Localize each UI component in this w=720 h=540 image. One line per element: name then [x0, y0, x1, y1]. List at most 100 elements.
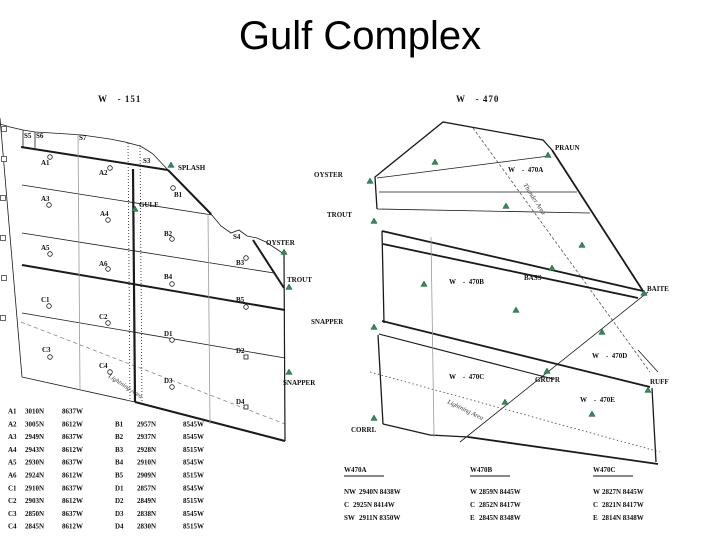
- left-map-label-s4: S4: [233, 233, 241, 241]
- left-map-s5-s6-dividers: [22, 130, 36, 148]
- platform-table-cell: 2830N: [137, 523, 156, 531]
- left-map-label-s7: S7: [79, 134, 87, 142]
- right-map-triangle-marker: [543, 367, 551, 374]
- left-map-label-d1: D1: [164, 330, 173, 338]
- left-map-row-line-3: [21, 232, 275, 274]
- area-table-coord-cell: 2859N 8445W: [479, 488, 521, 496]
- area-table-direction-cell: SW: [344, 514, 355, 522]
- left-map-well-circle-marker: [107, 165, 113, 171]
- right-map-triangle-marker: [502, 202, 510, 209]
- left-map-well-circle-marker: [170, 185, 176, 191]
- right-map-triangle-marker: [366, 177, 374, 184]
- platform-table-cell: C4: [8, 523, 17, 531]
- platform-table-cell: D4: [115, 523, 124, 531]
- right-map-label-w-470b: W - 470B: [449, 278, 484, 286]
- right-map-header: W - 470: [456, 94, 500, 104]
- platform-table-cell: 2849N: [137, 497, 156, 505]
- left-map-boundary-tick-marker: [1, 126, 7, 132]
- platform-table-cell: 8515W: [183, 472, 204, 480]
- left-map-label-snapper: SNAPPER: [283, 379, 316, 387]
- area-table-header: W470C: [593, 466, 616, 474]
- left-map-well-circle-marker: [46, 202, 52, 208]
- platform-table-cell: 2845N: [25, 523, 44, 531]
- right-map-label-snapper: SNAPPER: [311, 318, 344, 326]
- area-table-direction-cell: W: [470, 488, 477, 496]
- platform-table-cell: D1: [115, 484, 124, 492]
- platform-table-cell: B3: [115, 446, 124, 454]
- left-map-triangle-marker: [167, 161, 175, 168]
- left-map-column-line-s7: [77, 133, 81, 391]
- right-map-label-baite: BAITE: [647, 285, 669, 293]
- platform-table-cell: B5: [115, 472, 124, 480]
- area-table-coord-cell: 2814N 8348W: [602, 514, 644, 522]
- area-table-direction-cell: E: [470, 514, 475, 522]
- right-map-label-w-470d: W - 470D: [592, 352, 627, 360]
- right-map-triangle-marker: [578, 241, 586, 248]
- left-map-triangle-marker: [131, 205, 139, 212]
- platform-table-cell: A3: [8, 433, 17, 441]
- area-table-header: W470A: [344, 466, 367, 474]
- left-map-label-splash: SPLASH: [178, 164, 206, 172]
- platform-table-cell: 8545W: [183, 484, 204, 492]
- right-map-top-polygon-bottom: [376, 208, 591, 214]
- left-map-well-circle-marker: [169, 236, 175, 242]
- left-map-label-d2: D2: [236, 347, 245, 355]
- platform-table-cell: 8637W: [62, 408, 83, 416]
- platform-table-cell: 2957N: [137, 420, 156, 428]
- platform-table-cell: 8545W: [183, 420, 204, 428]
- platform-table-cell: 8515W: [183, 523, 204, 531]
- left-map-boundary-tick-marker: [1, 275, 7, 281]
- left-map-well-circle-marker: [243, 304, 249, 310]
- right-map-triangle-marker: [370, 217, 378, 224]
- left-map-triangle-marker: [285, 368, 293, 375]
- area-table-coord-cell: 2925N 8414W: [353, 501, 395, 509]
- left-map-well-square-marker: [243, 354, 249, 360]
- left-map-gulf-boundary-thick: [131, 168, 137, 403]
- area-table-direction-cell: C: [344, 501, 349, 509]
- platform-table-cell: A2: [8, 420, 17, 428]
- area-table-direction-cell: C: [470, 501, 475, 509]
- left-map-dotted-corridor-west: [127, 142, 131, 402]
- left-map-label-c4: C4: [99, 362, 108, 370]
- platform-table-cell: 2850N: [25, 510, 44, 518]
- platform-table-cell: 8612W: [62, 446, 83, 454]
- right-map-bottom-west-edge: [377, 334, 384, 425]
- platform-table-cell: 2924N: [25, 472, 44, 480]
- area-table-direction-cell: C: [593, 501, 598, 509]
- left-map-label-a4: A4: [100, 210, 109, 218]
- right-map-triangle-marker: [420, 280, 428, 287]
- left-map-label-b5: B5: [236, 296, 245, 304]
- left-map-label-c2: C2: [99, 313, 108, 321]
- left-map-label-s3: S3: [143, 157, 151, 165]
- left-map-label-b1: B1: [174, 191, 183, 199]
- area-table-coord-cell: 2845N 8348W: [479, 514, 521, 522]
- right-map-triangle-marker: [588, 410, 596, 417]
- right-map-mid-top-line-2: [382, 243, 639, 299]
- left-map-label-a5: A5: [41, 244, 50, 252]
- right-map-mid-top-line-1: [381, 230, 644, 292]
- right-map-label-praun: PRAUN: [555, 144, 580, 152]
- right-map-triangle-marker: [512, 306, 520, 313]
- platform-table-cell: 2949N: [25, 433, 44, 441]
- area-table-coord-cell: 2827N 8445W: [602, 488, 644, 496]
- right-map-triangle-marker: [644, 386, 652, 393]
- left-map-label-a1: A1: [41, 159, 50, 167]
- left-map-lightning-area-dashed-line: [20, 321, 286, 425]
- left-map-label-s6: S6: [36, 132, 44, 140]
- left-map-row-line-5: [21, 312, 286, 359]
- platform-table-cell: 2928N: [137, 446, 156, 454]
- left-map-coastline: [0, 123, 169, 171]
- area-table-direction-cell: NW: [344, 488, 356, 496]
- left-map-well-circle-marker: [107, 369, 113, 375]
- platform-table-cell: 2910N: [25, 484, 44, 492]
- right-map-label-bass: BASS: [524, 274, 542, 282]
- left-map-boundary-tick-marker: [0, 235, 6, 241]
- right-map-label-thunder-area: Thunder Area: [521, 182, 546, 216]
- platform-table-cell: A4: [8, 446, 17, 454]
- left-map-label-b3: B3: [236, 259, 245, 267]
- platform-table-cell: D2: [115, 497, 124, 505]
- right-map-bottom-edge-thick: [467, 436, 659, 465]
- right-map-triangle-marker: [548, 264, 556, 271]
- platform-table-cell: 2903N: [25, 497, 44, 505]
